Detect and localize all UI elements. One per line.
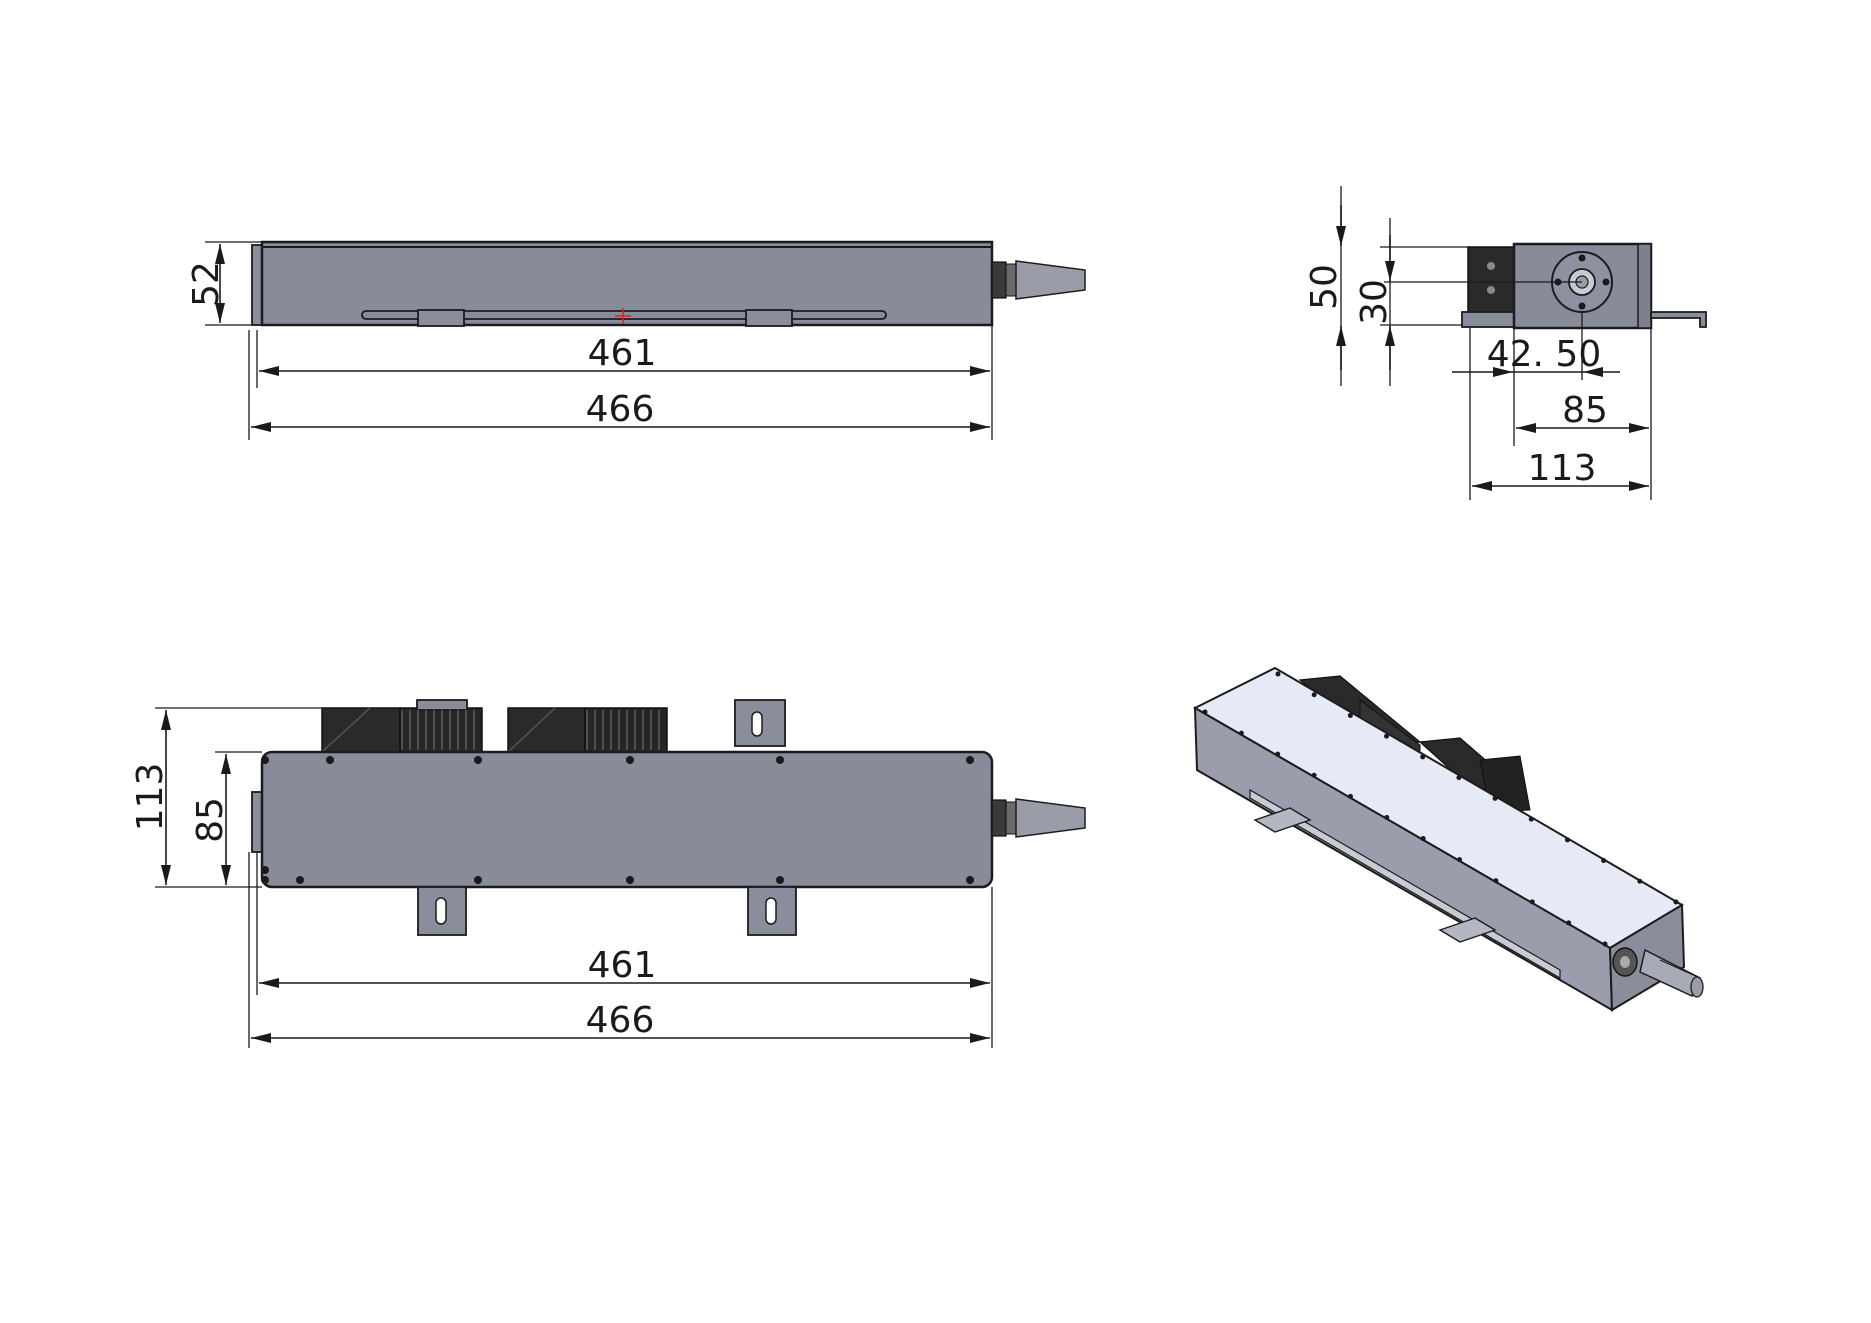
front-view-body <box>260 750 994 889</box>
end-view: 50 30 42. 50 85 113 <box>1304 186 1707 500</box>
top-view-body <box>260 240 994 327</box>
body-screws <box>261 756 974 884</box>
isometric-view <box>1192 666 1704 1012</box>
iso-tab-left <box>1253 807 1312 833</box>
front-view-bottom-tab-left <box>417 886 467 936</box>
front-view-top-bracket <box>416 699 468 711</box>
heatsink-fins <box>401 710 660 750</box>
dim-top-inner-length: 461 <box>588 333 657 374</box>
dim-front-inner-length: 461 <box>588 945 657 986</box>
dim-top-overall-length: 466 <box>586 389 655 430</box>
end-view-right-tab <box>1650 311 1707 328</box>
front-view-bottom-tab-right <box>747 886 797 936</box>
top-view-left-flange <box>251 244 263 326</box>
dim-end-center-height: 30 <box>1354 279 1395 325</box>
dim-end-overall-width: 113 <box>1528 448 1597 489</box>
center-mark-icon <box>615 308 631 324</box>
front-view-connector <box>991 798 1086 838</box>
iso-top-screws <box>1202 671 1679 947</box>
dim-front-body-height: 85 <box>190 797 231 843</box>
top-view-bracket-right <box>745 309 793 327</box>
top-view-connector <box>991 260 1086 300</box>
top-view: 52 461 466 <box>186 240 1086 440</box>
dim-end-body-width: 85 <box>1562 390 1608 431</box>
front-view: 113 85 461 466 <box>130 699 1086 1048</box>
dim-top-height: 52 <box>186 261 227 307</box>
top-view-bracket-left <box>417 309 465 327</box>
iso-connector <box>1612 947 1704 998</box>
dim-front-overall-length: 466 <box>586 1000 655 1041</box>
dim-front-overall-height: 113 <box>130 763 171 832</box>
top-view-rail-slot <box>361 310 887 320</box>
dim-end-height: 50 <box>1304 264 1345 310</box>
dim-end-center-offset: 42. 50 <box>1487 334 1602 375</box>
iso-tab-right <box>1438 917 1497 943</box>
front-view-left-flange <box>251 791 263 853</box>
front-view-top-tab <box>734 699 786 747</box>
front-view-heatsink-left <box>321 707 483 753</box>
